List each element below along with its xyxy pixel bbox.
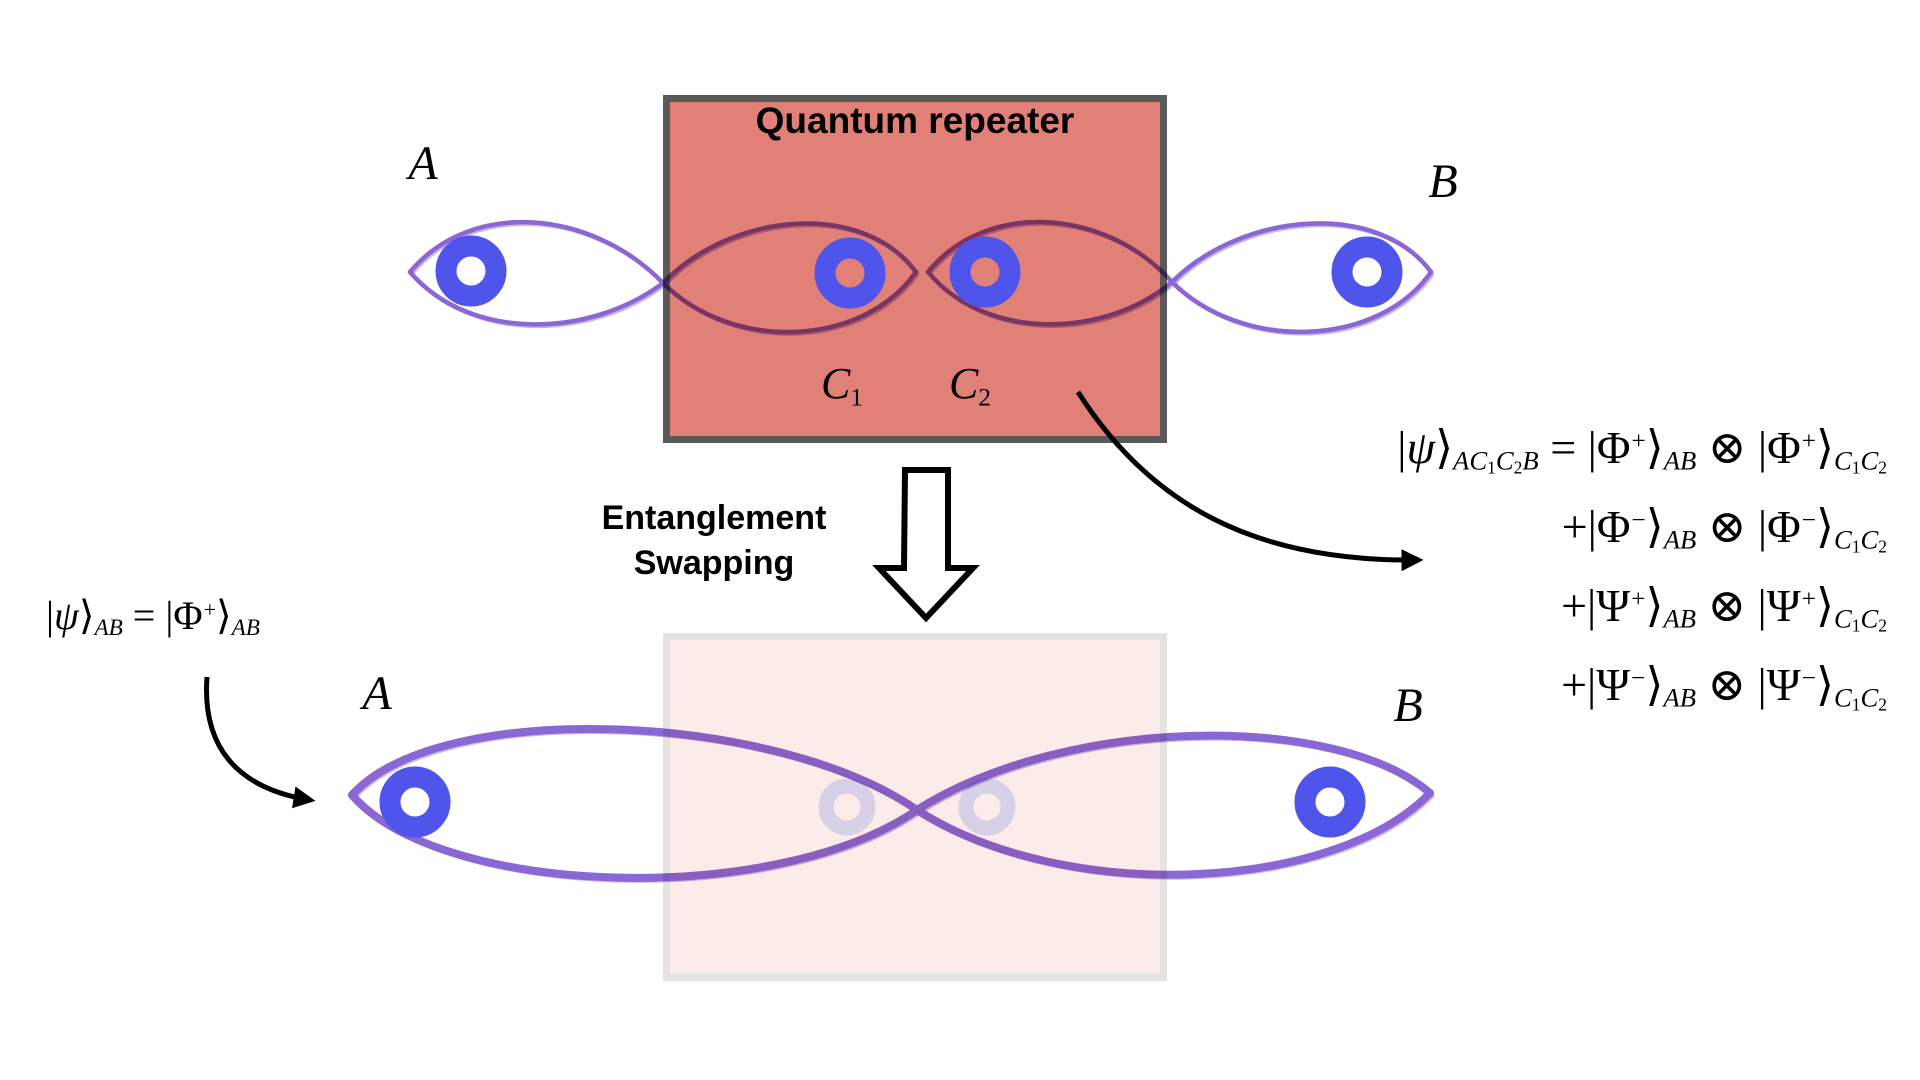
equation-line-4: +|Ψ−⟩AB ⊗ |Ψ−⟩C1C2 bbox=[1561, 658, 1887, 715]
formula-annotation-arrow-icon bbox=[204, 676, 316, 809]
entanglement-swapping-label: Entanglement Swapping bbox=[564, 496, 864, 586]
label-c2: C2 bbox=[948, 359, 992, 412]
down-arrow-icon bbox=[872, 467, 980, 623]
swap-label-line1: Entanglement bbox=[601, 499, 827, 537]
quantum-repeater-box bbox=[663, 95, 1167, 443]
label-b-bottom: B bbox=[1393, 679, 1423, 732]
equation-line-2: +|Φ−⟩AB ⊗ |Φ−⟩C1C2 bbox=[1561, 500, 1887, 557]
particle-b-bottom-icon bbox=[1294, 766, 1366, 838]
bell-state-equations: |ψ⟩AC1C2B = |Φ+⟩AB ⊗ |Φ+⟩C1C2 +|Φ−⟩AB ⊗ … bbox=[1397, 402, 1887, 718]
equation-line-1: |ψ⟩AC1C2B = |Φ+⟩AB ⊗ |Φ+⟩C1C2 bbox=[1397, 421, 1887, 478]
particle-a-bottom-icon bbox=[379, 766, 451, 838]
label-a-top: A bbox=[408, 137, 438, 190]
equation-line-3: +|Ψ+⟩AB ⊗ |Ψ+⟩C1C2 bbox=[1561, 579, 1887, 636]
repeater-box-title: Quantum repeater bbox=[755, 100, 1075, 141]
label-b-top: B bbox=[1428, 155, 1458, 208]
swap-label-line2: Swapping bbox=[633, 544, 795, 582]
particle-a-top-icon bbox=[435, 235, 507, 307]
left-state-formula: |ψ⟩AB = |Φ+⟩AB bbox=[46, 593, 260, 641]
label-c1: C1 bbox=[820, 359, 864, 412]
particle-b-top-icon bbox=[1331, 236, 1403, 308]
faded-repeater-box bbox=[663, 633, 1167, 981]
label-a-bottom: A bbox=[362, 667, 392, 720]
